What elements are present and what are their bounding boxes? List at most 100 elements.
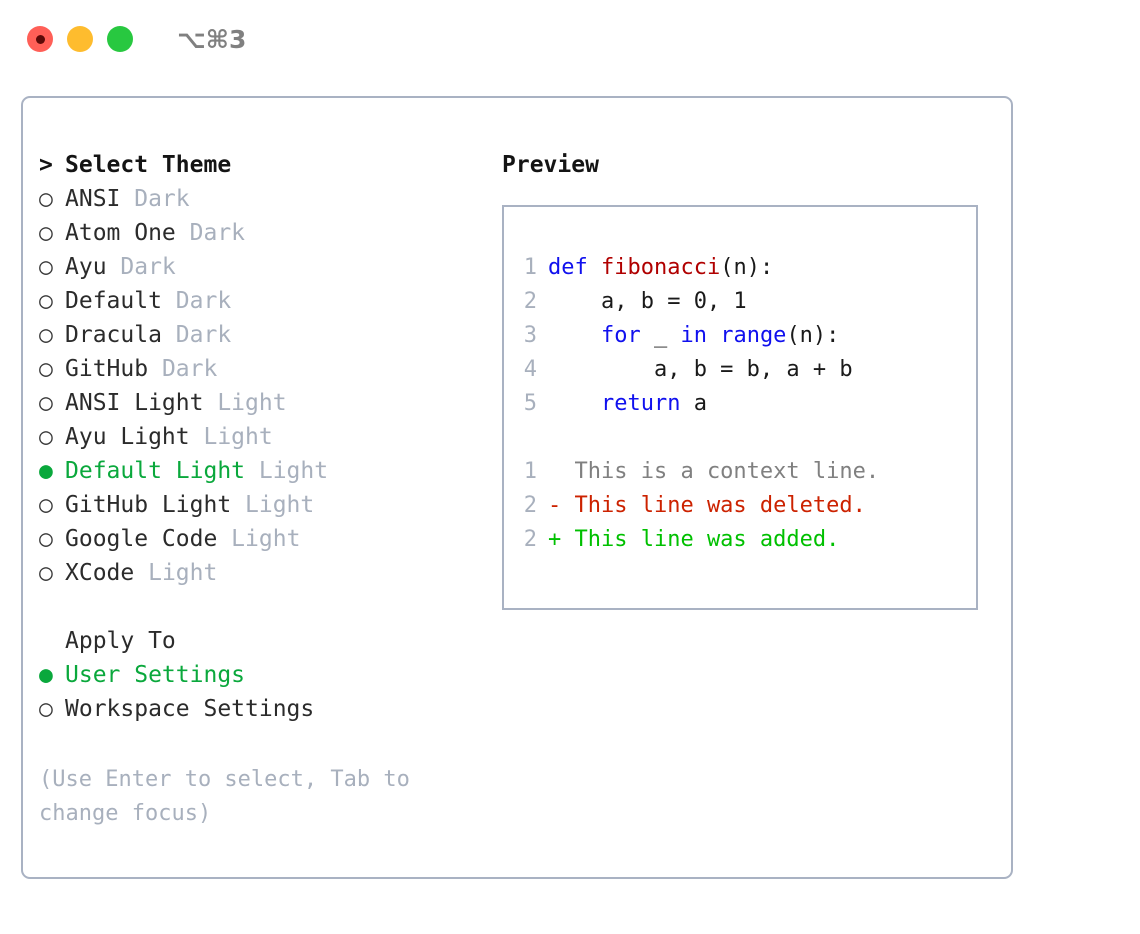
theme-option-row[interactable]: ○Dracula Dark (39, 318, 479, 352)
theme-option-name: GitHub (65, 356, 149, 382)
code-token: def (548, 255, 601, 280)
theme-option-name: Google Code (65, 526, 218, 552)
apply-to-heading-label: Apply To (65, 628, 176, 654)
code-token: return (548, 391, 694, 416)
theme-option-row[interactable]: ○ ANSI Light Light (39, 386, 479, 420)
theme-list: ○ ANSI Dark ○ Atom One Dark ○ Ayu Dark ○ Defaul… (39, 182, 479, 590)
theme-option-tag: Light (245, 458, 329, 484)
theme-picker-heading: > Select Theme (39, 148, 479, 182)
code-line: 5 return a (504, 387, 976, 421)
radio-selected-icon: ● (39, 662, 53, 688)
theme-option-tag: Light (231, 492, 315, 518)
diff-line: 2 - This line was deleted. (504, 489, 976, 523)
line-number: 3 (523, 323, 537, 348)
theme-option-tag: Dark (120, 186, 190, 212)
preview-title: Preview (502, 152, 599, 178)
code-token: a (693, 391, 707, 416)
record-indicator-dot (35, 34, 45, 44)
theme-option-name: ANSI Light (65, 390, 204, 416)
code-token: + This line was added. (548, 527, 840, 552)
radio-unselected-icon: ○ (39, 560, 53, 586)
code-line: 1 def fibonacci(n): (504, 251, 976, 285)
theme-option-tag: Dark (175, 220, 246, 246)
keyboard-hint-line-1: (Use Enter to select, Tab to (39, 767, 410, 792)
line-number: 1 (523, 459, 537, 484)
keyboard-hint: (Use Enter to select, Tab to change focu… (39, 763, 459, 831)
diff-line: 2 + This line was added. (504, 523, 976, 557)
code-token: in range (680, 323, 787, 348)
theme-option-row[interactable]: ○ GitHub Light Light (39, 488, 479, 522)
line-number: 2 (523, 527, 537, 552)
line-content: return a (548, 387, 707, 421)
main-panel: > Select Theme ○ ANSI Dark ○ Atom One Dark ○ A… (21, 96, 1013, 879)
radio-unselected-icon: ○ (39, 492, 53, 518)
theme-option-name: ANSI (65, 186, 121, 212)
line-content: for _ in range(n): (548, 319, 839, 353)
radio-unselected-icon: ○ (39, 186, 53, 212)
line-content: + This line was added. (548, 523, 839, 557)
theme-option-name: GitHub Light (65, 492, 232, 518)
line-number: 2 (523, 493, 537, 518)
apply-to-option-row[interactable]: ○Workspace Settings (39, 692, 479, 726)
apply-to-option-label: Workspace Settings (65, 696, 315, 722)
code-token: fibonacci (600, 255, 721, 280)
close-button[interactable] (27, 26, 53, 52)
theme-option-tag: Light (217, 526, 301, 552)
radio-unselected-icon: ○ (39, 322, 53, 348)
theme-option-name: Ayu Light (65, 424, 190, 450)
radio-unselected-icon: ○ (39, 356, 53, 382)
radio-selected-icon: ● (39, 458, 53, 484)
theme-option-name: Ayu (65, 254, 107, 280)
theme-option-row[interactable]: ○ Ayu Light Light (39, 420, 479, 454)
line-content: a, b = 0, 1 (548, 285, 747, 319)
theme-option-row[interactable]: ○Default Dark (39, 284, 479, 318)
theme-option-tag: Dark (148, 356, 218, 382)
code-token: This is a context line. (548, 459, 880, 484)
theme-option-row[interactable]: ○ Google Code Light (39, 522, 479, 556)
radio-unselected-icon: ○ (39, 220, 53, 246)
theme-option-row[interactable]: ○ Ayu Dark (39, 250, 479, 284)
code-line: 3 for _ in range(n): (504, 319, 976, 353)
theme-option-row[interactable]: ●Default Light Light (39, 454, 479, 488)
minimize-button[interactable] (67, 26, 93, 52)
theme-option-tag: Light (203, 390, 287, 416)
line-number: 2 (523, 289, 537, 314)
caret-icon: > (39, 152, 53, 178)
radio-unselected-icon: ○ (39, 424, 53, 450)
code-line: 4 a, b = b, a + b (504, 353, 976, 387)
line-content: This is a context line. (548, 455, 879, 489)
code-token: for (548, 323, 654, 348)
radio-unselected-icon: ○ (39, 390, 53, 416)
radio-unselected-icon: ○ (39, 288, 53, 314)
radio-unselected-icon: ○ (39, 526, 53, 552)
line-number: 4 (523, 357, 537, 382)
code-spacer (504, 421, 976, 455)
line-content: - This line was deleted. (548, 489, 866, 523)
theme-option-name: Default (65, 288, 162, 314)
code-token: (n): (786, 323, 840, 348)
radio-unselected-icon: ○ (39, 254, 53, 280)
line-number: 1 (523, 255, 537, 280)
theme-option-row[interactable]: ○ ANSI Dark (39, 182, 479, 216)
theme-picker-heading-label: Select Theme (65, 152, 232, 178)
theme-option-row[interactable]: ○ GitHub Dark (39, 352, 479, 386)
theme-option-tag: Light (134, 560, 218, 586)
theme-option-row[interactable]: ○XCode Light (39, 556, 479, 590)
diff-line: 1 This is a context line. (504, 455, 976, 489)
code-token: a, b = b, a + b (548, 357, 853, 382)
line-content: def fibonacci(n): (548, 251, 773, 285)
title-bar: ⌥⌘3 (0, 0, 1140, 78)
apply-to-option-row[interactable]: ●User Settings (39, 658, 479, 692)
apply-to-list: ●User Settings○Workspace Settings (39, 658, 479, 726)
theme-option-row[interactable]: ○ Atom One Dark (39, 216, 479, 250)
theme-option-tag: Light (189, 424, 273, 450)
window-title: ⌥⌘3 (177, 24, 247, 54)
diff-sample: 1 This is a context line. 2 - This line wa… (504, 455, 976, 557)
theme-option-name: Atom One (65, 220, 176, 246)
maximize-button[interactable] (107, 26, 133, 52)
theme-option-tag: Dark (106, 254, 176, 280)
